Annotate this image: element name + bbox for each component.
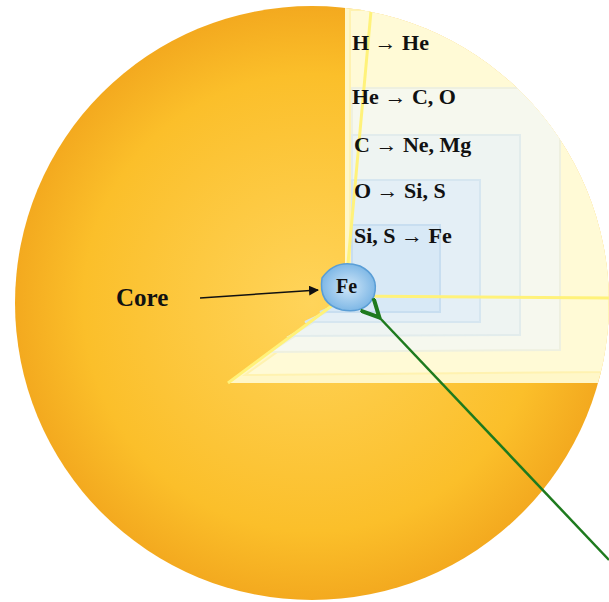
fusion-shell-label: C → Ne, Mg [354,132,471,158]
fusion-shell-label: O → Si, S [354,178,446,204]
fusion-shell-label: Si, S → Fe [354,223,452,249]
fusion-shell-label: He → C, O [352,84,456,110]
pointer-arrow [378,316,609,560]
core-label: Core [116,284,168,312]
cutaway [228,0,609,383]
iron-core [321,264,375,311]
core-element-label: Fe [336,275,357,298]
fusion-shell-label: H → He [352,30,429,56]
core-leader [200,290,318,298]
star-sphere [15,6,609,600]
